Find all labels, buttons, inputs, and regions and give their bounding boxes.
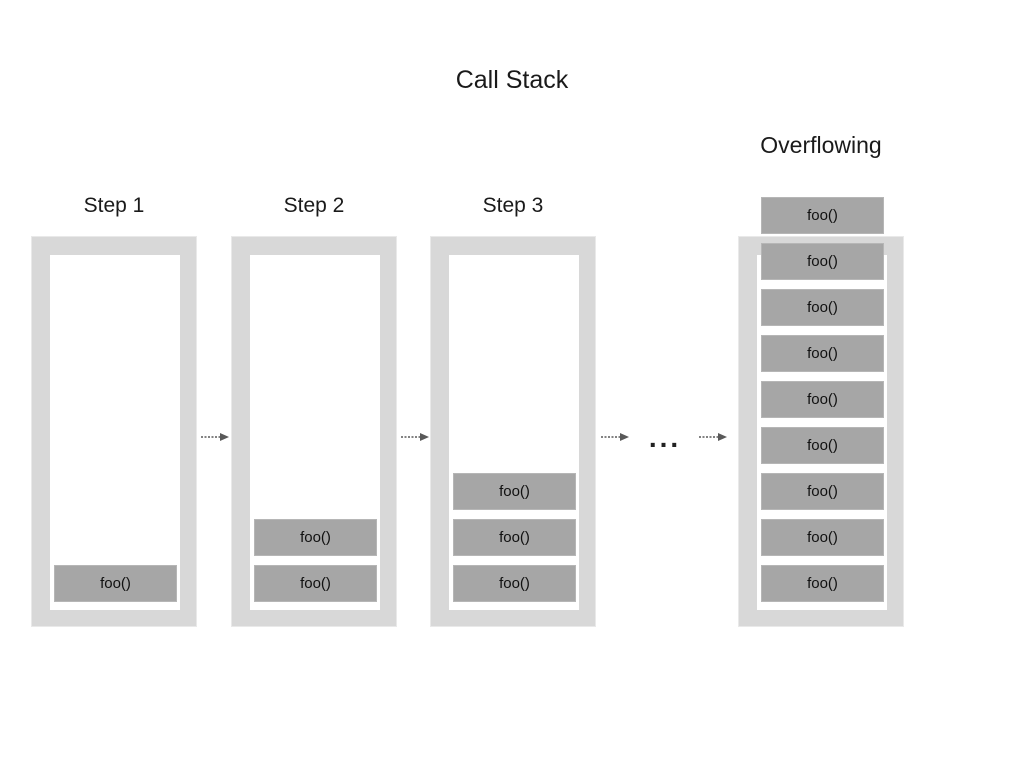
step-1-label: Step 1 [83,194,145,217]
stack-frame: foo() [453,565,576,602]
stack-frame: foo() [54,565,177,602]
stack-overflowing: foo() foo() foo() foo() foo() foo() foo() foo()… [738,197,904,627]
arrow-right-icon [699,433,727,441]
stack-frame: foo() [761,243,884,280]
arrow-right-icon [601,433,629,441]
stack-frame: foo() [761,473,884,510]
stack-step-1: foo() [31,236,197,627]
stack-frame: foo() [254,519,377,556]
stack-interior [50,255,180,610]
stack-frame: foo() [761,519,884,556]
stack-step-2: foo() foo() [231,236,397,627]
stack-frame: foo() [254,565,377,602]
arrow-right-icon [401,433,429,441]
arrow-right-icon [201,433,229,441]
overflowing-label: Overflowing [760,132,882,158]
stack-frame: foo() [761,381,884,418]
stack-interior [449,255,579,610]
stack-interior [250,255,380,610]
stack-frame: foo() [761,197,884,234]
stack-frame: foo() [761,335,884,372]
step-2-label: Step 2 [283,194,345,217]
stack-frame: foo() [761,565,884,602]
stack-frame: foo() [761,427,884,464]
stack-step-3: foo() foo() foo() [430,236,596,627]
diagram-title: Call Stack [455,66,569,94]
step-3-label: Step 3 [482,194,544,217]
ellipsis: ... [648,422,682,453]
stack-frame: foo() [453,473,576,510]
stack-frame: foo() [761,289,884,326]
stack-frame: foo() [453,519,576,556]
